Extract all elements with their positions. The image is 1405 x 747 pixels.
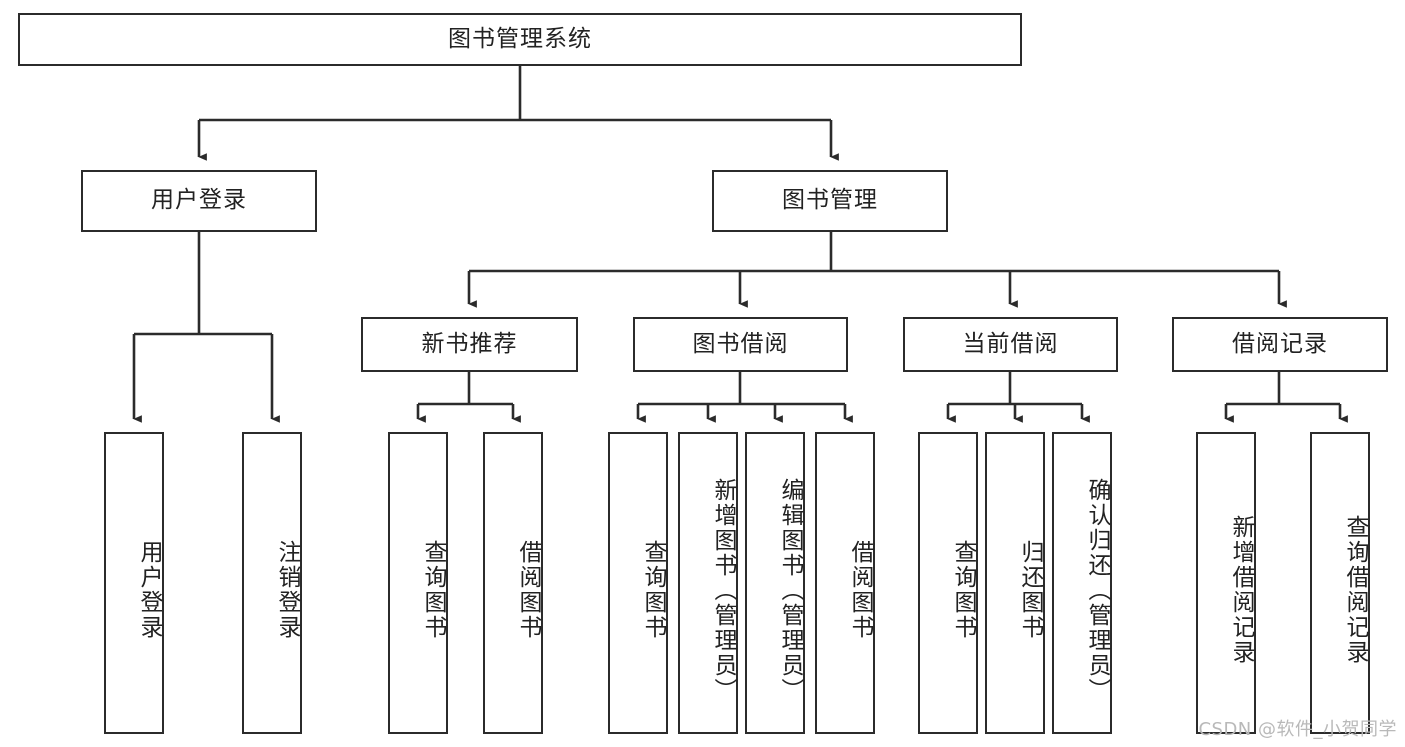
node-label: 图书管理 (782, 187, 878, 214)
node-label: 当前借阅 (962, 330, 1059, 357)
node-borrow-record[interactable]: 借阅记录 (1172, 317, 1388, 372)
node-current-borrow[interactable]: 当前借阅 (903, 317, 1118, 372)
node-label: 借阅记录 (1232, 330, 1328, 357)
node-user-login[interactable]: 用户登录 (81, 170, 317, 232)
node-label: 归还图书 (1017, 540, 1043, 640)
node-label: 新增借阅记录 (1228, 515, 1254, 665)
node-leaf-add-book[interactable]: 新增图书（管理员） (678, 432, 738, 734)
node-leaf-confirm-return[interactable]: 确认归还（管理员） (1052, 432, 1112, 734)
node-label: 查询图书 (950, 540, 976, 640)
node-leaf-logout[interactable]: 注销登录 (242, 432, 302, 734)
node-book-borrow[interactable]: 图书借阅 (633, 317, 848, 372)
node-label: 借阅图书 (515, 540, 541, 640)
node-leaf-borrow-book-rec[interactable]: 借阅图书 (483, 432, 543, 734)
node-leaf-query-book-bor[interactable]: 查询图书 (608, 432, 668, 734)
node-label: 用户登录 (136, 540, 162, 640)
node-leaf-add-record[interactable]: 新增借阅记录 (1196, 432, 1256, 734)
node-book-manage[interactable]: 图书管理 (712, 170, 948, 232)
node-label: 编辑图书（管理员） (777, 477, 803, 703)
node-leaf-return-book[interactable]: 归还图书 (985, 432, 1045, 734)
node-label: 图书管理系统 (448, 25, 592, 52)
node-new-book-recommend[interactable]: 新书推荐 (361, 317, 578, 372)
node-label: 确认归还（管理员） (1084, 477, 1110, 703)
node-root-book-management-system[interactable]: 图书管理系统 (18, 13, 1022, 66)
node-leaf-query-book-rec[interactable]: 查询图书 (388, 432, 448, 734)
node-leaf-query-record[interactable]: 查询借阅记录 (1310, 432, 1370, 734)
node-label: 借阅图书 (847, 540, 873, 640)
node-label: 新书推荐 (421, 330, 518, 357)
node-leaf-user-login[interactable]: 用户登录 (104, 432, 164, 734)
watermark: CSDN @软件_小贺同学 (1198, 719, 1397, 740)
node-label: 查询图书 (420, 540, 446, 640)
node-label: 新增图书（管理员） (710, 477, 736, 703)
node-label: 图书借阅 (692, 330, 789, 357)
node-label: 用户登录 (151, 187, 247, 214)
node-label: 查询图书 (640, 540, 666, 640)
node-leaf-edit-book[interactable]: 编辑图书（管理员） (745, 432, 805, 734)
node-label: 注销登录 (274, 540, 300, 640)
node-leaf-query-book-cur[interactable]: 查询图书 (918, 432, 978, 734)
node-label: 查询借阅记录 (1342, 515, 1368, 665)
node-leaf-borrow-book-bor[interactable]: 借阅图书 (815, 432, 875, 734)
